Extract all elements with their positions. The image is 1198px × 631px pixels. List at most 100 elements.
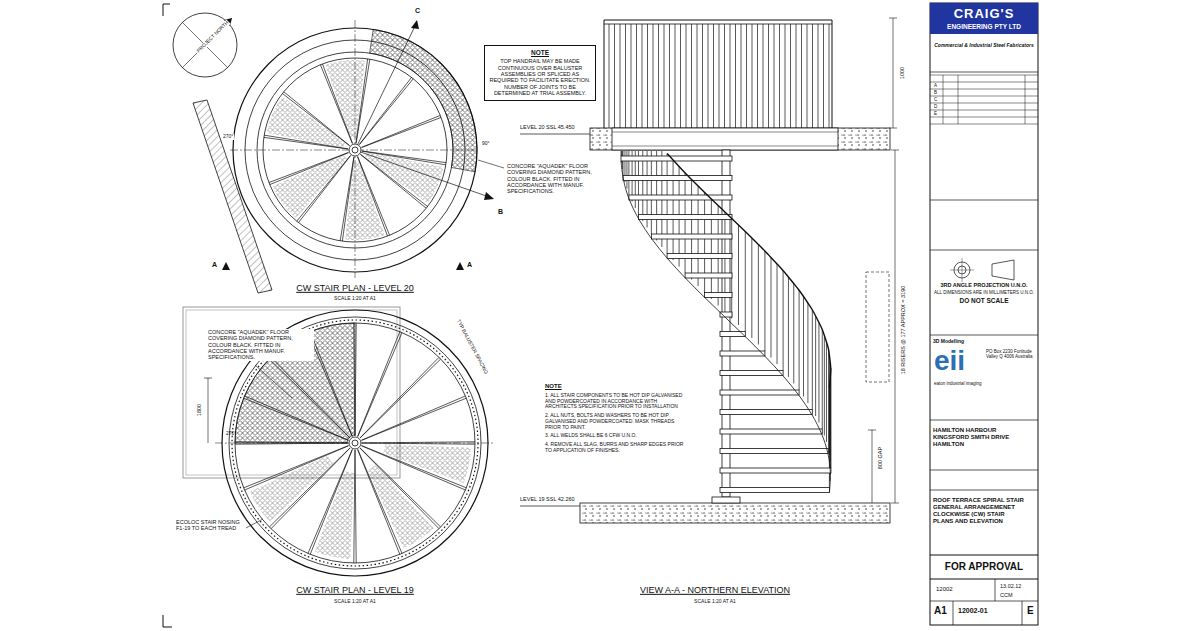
box-text: PO Box 2230 Fortitude Valley Q 4006 Aust… [986, 349, 1035, 359]
handrail-frame [604, 20, 832, 128]
baluster [770, 258, 771, 358]
baluster [673, 160, 674, 260]
baluster [735, 24, 736, 128]
baluster [774, 24, 775, 128]
tread-edge [361, 446, 465, 490]
level-20-plan [173, 13, 504, 293]
base-plate [712, 497, 740, 503]
landing-floor [370, 29, 477, 171]
section-arrow [411, 20, 419, 29]
baluster [675, 24, 676, 128]
baluster [691, 180, 692, 280]
stair-tread [685, 273, 732, 278]
crop-mark [163, 615, 172, 627]
centre-column [722, 150, 730, 497]
opening-outline [183, 307, 400, 478]
baluster [823, 24, 824, 128]
tread-edge [264, 135, 348, 149]
section-mark: A [467, 261, 472, 269]
beam-flange [612, 146, 838, 147]
projection-symbol [992, 260, 1014, 280]
stair-ring [245, 40, 465, 260]
stair-ring [263, 58, 447, 242]
table-line [930, 89, 1038, 90]
tread-edge [362, 151, 446, 163]
tread-edge [244, 446, 349, 488]
tread-edge [360, 448, 439, 529]
box-text: E [1027, 605, 1034, 617]
tread-edge [361, 115, 440, 147]
north-axis [182, 18, 232, 68]
tread-edge [310, 332, 352, 437]
separator [930, 420, 1038, 421]
baluster [669, 24, 670, 128]
baluster [785, 24, 786, 128]
column [352, 147, 358, 153]
stair-ring [257, 52, 453, 248]
separator [930, 335, 1038, 336]
baluster [824, 336, 825, 436]
baluster [818, 24, 819, 128]
baluster [779, 24, 780, 128]
table-line [943, 75, 944, 124]
baluster [724, 24, 725, 128]
tread-edge [354, 323, 355, 436]
north-label: PROJECT NORTH [195, 19, 230, 54]
level-19-plan [183, 307, 495, 576]
stair-tread [705, 293, 732, 298]
drawing-number-box: 1200213.02.12CCMA112002-01E [930, 581, 1038, 625]
baluster [801, 24, 802, 128]
baluster [807, 303, 808, 403]
level-20-slab [590, 128, 890, 150]
baluster [807, 24, 808, 128]
tread-edge [360, 448, 441, 527]
tread-edge [284, 92, 350, 146]
title-block [930, 3, 1038, 625]
baluster [738, 225, 739, 325]
dimension-tick [891, 503, 899, 504]
baluster [815, 316, 816, 416]
baluster [822, 329, 823, 429]
baluster [752, 24, 753, 128]
baluster [642, 151, 643, 221]
table-line [1025, 75, 1026, 124]
baluster [793, 284, 794, 384]
table-line [930, 75, 1038, 76]
table-line [930, 96, 1038, 97]
baluster [680, 24, 681, 128]
angle-label: 90° [481, 141, 491, 147]
tread-edge [362, 117, 442, 147]
box-text: ENGINEERING PTY LTD [930, 23, 1038, 34]
dimension: 18 RISERS @ 177 APPROX = 3190 [900, 286, 906, 375]
tread-edge [264, 137, 348, 149]
stair-tread [720, 488, 829, 493]
baluster [818, 323, 819, 423]
scale-note: SCALE 1:20 AT A1 [334, 296, 376, 302]
separator [930, 250, 1038, 251]
tread-edge [358, 449, 402, 553]
section-mark: A [212, 261, 217, 269]
company-header: CRAIG'SENGINEERING PTY LTDCommercial & I… [930, 3, 1038, 71]
tread-edge [356, 59, 368, 143]
note-column: NOTE1. ALL STAIR COMPONENTS TO BE HOT DI… [545, 383, 690, 457]
note-item: 1. ALL STAIR COMPONENTS TO BE HOT DIP GA… [545, 393, 690, 410]
dimension-tick [891, 150, 899, 151]
dimension: 1800 [196, 404, 202, 416]
baluster [653, 24, 654, 128]
box-text: DO NOT SCALE [933, 297, 1035, 304]
baluster [751, 238, 752, 338]
tread-edge [358, 449, 400, 554]
tread-edge [235, 442, 348, 443]
helical-handrail [667, 154, 831, 388]
level-19-slab [580, 503, 890, 523]
box-text: NOTE [489, 49, 591, 56]
baluster [812, 310, 813, 410]
tread-edge [308, 333, 352, 437]
baluster [731, 219, 732, 319]
table-line [930, 103, 1038, 104]
separator [930, 490, 1038, 491]
stair-tread [720, 371, 783, 376]
revision-letter: B [934, 90, 937, 95]
tread-floor [368, 465, 434, 548]
baluster [614, 24, 615, 128]
